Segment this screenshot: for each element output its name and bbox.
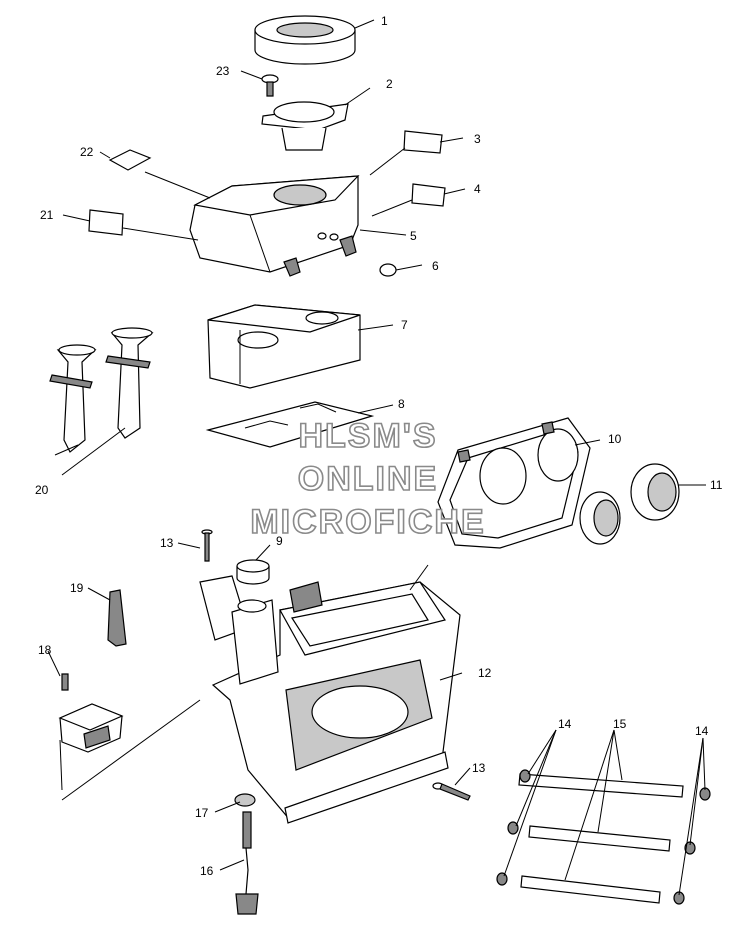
part-21-decal	[88, 209, 124, 236]
part-13-bolt-upper	[201, 529, 213, 562]
module-box	[58, 703, 124, 753]
part-16-drain-tube	[235, 811, 259, 915]
part-12-airbox-housing	[199, 575, 461, 824]
callout-8: 8	[398, 397, 405, 411]
callout-23: 23	[216, 64, 230, 78]
part-23-screw	[261, 74, 279, 97]
callout-17: 17	[195, 806, 209, 820]
part-18-fastener	[61, 673, 69, 691]
callout-16: 16	[200, 864, 214, 878]
part-6-plug	[379, 263, 397, 277]
watermark-line-1: HLSM'S	[298, 417, 437, 455]
watermark: HLSM'S ONLINE MICROFICHE	[250, 416, 485, 542]
callout-22: 22	[80, 145, 94, 159]
part-17-grommet	[234, 793, 256, 807]
callout-21: 21	[40, 208, 54, 222]
callout-15: 15	[613, 717, 627, 731]
part-19-clip	[107, 589, 127, 647]
part-1-foam-ring	[254, 15, 356, 65]
callout-3: 3	[474, 132, 481, 146]
part-4-decal	[411, 183, 446, 207]
callout-10: 10	[608, 432, 622, 446]
callout-18: 18	[38, 643, 52, 657]
callout-14-right: 14	[695, 724, 709, 738]
callout-11: 11	[710, 478, 723, 492]
callout-20: 20	[35, 483, 49, 497]
callout-1: 1	[381, 14, 388, 28]
callout-5: 5	[410, 229, 417, 243]
callout-9: 9	[276, 534, 283, 548]
part-2-adapter-plate	[261, 101, 349, 151]
callout-numbers: 1 23 2 3 22 4 21 5 6 7 8 10 20 11 9 13 1…	[35, 14, 723, 878]
part-13-bolt-lower	[432, 782, 471, 801]
part-15-hoses	[518, 773, 684, 904]
leader-lines	[47, 19, 706, 896]
part-14-clamps	[496, 769, 711, 905]
watermark-line-3: MICROFICHE	[250, 503, 485, 541]
callout-14-left: 14	[558, 717, 572, 731]
callout-12: 12	[478, 666, 492, 680]
part-5-airbox-cover	[189, 175, 360, 277]
callout-13-upper: 13	[160, 536, 174, 550]
part-11-boots	[579, 463, 680, 545]
callout-7: 7	[401, 318, 408, 332]
callout-13-lower: 13	[472, 761, 486, 775]
part-10-cover-gasket	[437, 417, 591, 549]
callout-2: 2	[386, 77, 393, 91]
part-8-gasket-plate	[205, 401, 375, 448]
part-22-decal	[108, 149, 152, 171]
part-20-velocity-stacks	[49, 327, 154, 453]
part-7-foam-block	[207, 304, 361, 389]
callout-6: 6	[432, 259, 439, 273]
part-3-decal	[403, 130, 443, 154]
callout-19: 19	[70, 581, 84, 595]
watermark-line-2: ONLINE	[298, 460, 438, 498]
part-9-cap	[236, 559, 270, 585]
callout-4: 4	[474, 182, 481, 196]
